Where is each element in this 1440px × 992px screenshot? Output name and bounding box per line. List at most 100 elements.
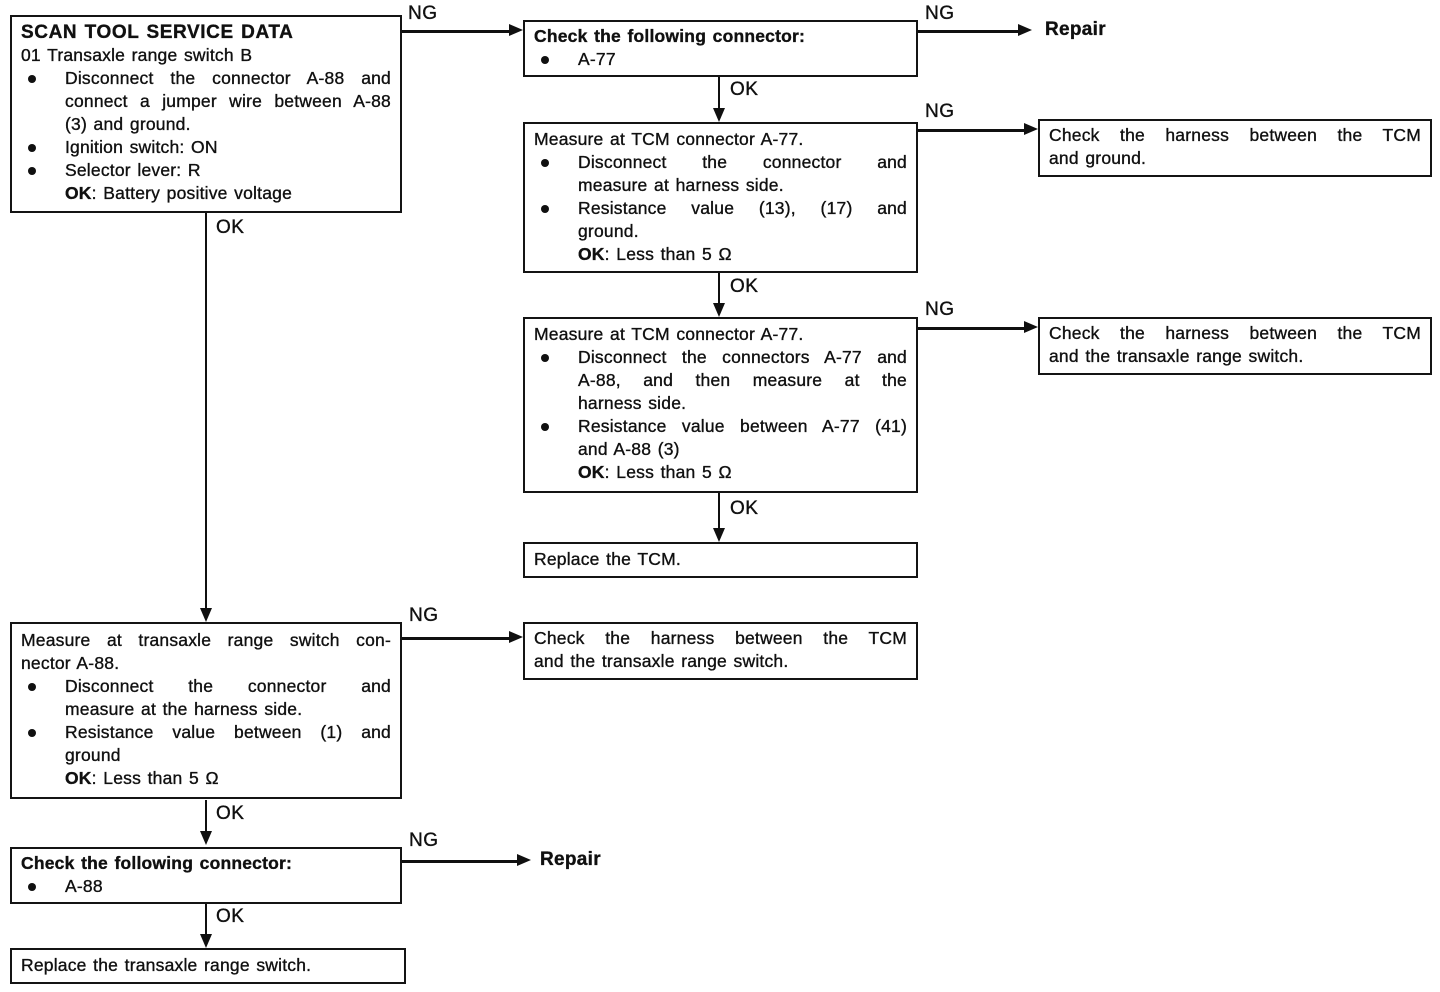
ok-result-label: OK: [65, 768, 92, 788]
bullet-dot-icon: [28, 144, 36, 152]
bullet-line: measure at the harness side.: [65, 699, 303, 719]
node-scan-tool-service-data: SCAN TOOL SERVICE DATA 01 Transaxle rang…: [10, 15, 402, 213]
bullet-item: Disconnect the connector A-88 and connec…: [21, 67, 391, 136]
bullet-line: harness side.: [578, 393, 687, 413]
bullet-item: Disconnect the connector and measure at …: [21, 675, 391, 721]
ok-result-line: OK: Less than 5 Ω: [578, 243, 907, 266]
bullet-text: A-77: [578, 48, 907, 71]
arrowhead-down-icon: [200, 831, 212, 845]
node-title: nector A-88.: [21, 653, 120, 673]
edge-label-ng: NG: [925, 299, 955, 320]
bullet-line: Disconnect the connector and: [65, 676, 391, 696]
node-replace-switch: Replace the transaxle range switch.: [10, 948, 406, 984]
arrowhead-down-icon: [713, 303, 725, 317]
ok-result-line: OK: Less than 5 Ω: [578, 461, 907, 484]
node-title: Check the following connector:: [21, 853, 293, 873]
bullet-item: Disconnect the connector and measure at …: [534, 151, 907, 197]
ok-result-label: OK: [578, 462, 605, 482]
ok-result-label: OK: [578, 244, 605, 264]
ok-result-text: : Less than 5 Ω: [604, 244, 732, 264]
bullet-dot-icon: [28, 883, 36, 891]
bullet-text: Disconnect the connectors A-77 and A-88,…: [578, 346, 907, 415]
bullet-dot-icon: [28, 75, 36, 83]
edge-label-ok: OK: [216, 217, 245, 238]
bullet-dot-icon: [28, 683, 36, 691]
bullet-text: Disconnect the connector and measure at …: [65, 675, 391, 721]
ok-result-line: OK: Less than 5 Ω: [65, 767, 391, 790]
node-check-harness-tcm-switch-upper: Check the harness between the TCM and th…: [1038, 317, 1432, 375]
bullet-line: Ignition switch: ON: [65, 137, 218, 157]
node-check-connector-a88: Check the following connector: A-88: [10, 847, 402, 904]
arrowhead-right-icon: [1024, 123, 1038, 135]
node-text-line: Replace the transaxle range switch.: [21, 955, 312, 975]
node-text-line: and the transaxle range switch.: [534, 651, 789, 671]
edge-line-measure2-to-harness-switch: [918, 327, 1026, 330]
bullet-line: A-88: [65, 876, 103, 896]
bullet-item: Selector lever: R: [21, 159, 391, 182]
node-code-line: 01 Transaxle range switch B: [21, 45, 253, 65]
node-measure-tcm-ground: Measure at TCM connector A-77. Disconnec…: [523, 122, 918, 273]
edge-line-a88-to-replace-switch: [205, 904, 207, 935]
bullet-dot-icon: [541, 56, 549, 64]
node-check-connector-a77: Check the following connector: A-77: [523, 20, 918, 77]
bullet-line: ground.: [578, 221, 639, 241]
edge-line-scan-to-measure-switch: [205, 213, 207, 610]
edge-label-ok: OK: [730, 79, 759, 100]
repair-terminal-label: Repair: [540, 849, 601, 870]
bullet-line: measure at harness side.: [578, 175, 784, 195]
bullet-dot-icon: [28, 729, 36, 737]
node-title: SCAN TOOL SERVICE DATA: [21, 22, 294, 43]
arrowhead-down-icon: [200, 608, 212, 622]
bullet-item: Ignition switch: ON: [21, 136, 391, 159]
node-check-harness-tcm-ground: Check the harness between the TCM and gr…: [1038, 119, 1432, 177]
arrowhead-right-icon: [1018, 24, 1032, 36]
bullet-item: Resistance value between A-77 (41) and A…: [534, 415, 907, 461]
edge-label-ok: OK: [730, 276, 759, 297]
bullet-text: Resistance value between A-77 (41) and A…: [578, 415, 907, 461]
arrowhead-right-icon: [509, 631, 523, 643]
bullet-item: A-77: [534, 48, 907, 71]
bullet-line: Resistance value between A-77 (41): [578, 416, 907, 436]
bullet-text: Resistance value between (1) and ground: [65, 721, 391, 767]
bullet-text: Disconnect the connector and measure at …: [578, 151, 907, 197]
edge-line-measure2-to-replace-tcm: [718, 493, 720, 530]
node-title: Measure at TCM connector A-77.: [534, 129, 804, 149]
node-measure-switch-a88: Measure at transaxle range switch con- n…: [10, 622, 402, 799]
edge-label-ok: OK: [730, 498, 759, 519]
ok-result-line: OK: Battery positive voltage: [65, 182, 391, 205]
bullet-item: A-88: [21, 875, 391, 898]
arrowhead-right-icon: [509, 24, 523, 36]
ok-result-text: : Less than 5 Ω: [91, 768, 219, 788]
bullet-dot-icon: [541, 205, 549, 213]
node-text-line: and the transaxle range switch.: [1049, 346, 1304, 366]
edge-line-a77-to-measure1: [718, 77, 720, 110]
edge-label-ng: NG: [408, 3, 438, 24]
edge-label-ng: NG: [925, 101, 955, 122]
edge-line-scan-to-a77: [402, 30, 511, 33]
bullet-text: Ignition switch: ON: [65, 136, 391, 159]
bullet-line: Selector lever: R: [65, 160, 201, 180]
arrowhead-down-icon: [713, 108, 725, 122]
node-title: Measure at TCM connector A-77.: [534, 324, 804, 344]
arrowhead-right-icon: [517, 854, 531, 866]
edge-label-ng: NG: [409, 605, 439, 626]
bullet-line: and A-88 (3): [578, 439, 680, 459]
bullet-text: Selector lever: R: [65, 159, 391, 182]
edge-line-measure1-to-harness-ground: [918, 129, 1026, 132]
bullet-line: Disconnect the connectors A-77 and: [578, 347, 907, 367]
node-title: Check the following connector:: [534, 26, 806, 46]
bullet-dot-icon: [28, 167, 36, 175]
edge-label-ng: NG: [925, 3, 955, 24]
bullet-line: (3) and ground.: [65, 114, 191, 134]
bullet-line: Disconnect the connector A-88 and: [65, 68, 391, 88]
bullet-line: ground: [65, 745, 121, 765]
bullet-item: Disconnect the connectors A-77 and A-88,…: [534, 346, 907, 415]
repair-terminal-label: Repair: [1045, 19, 1106, 40]
bullet-text: A-88: [65, 875, 391, 898]
bullet-line: Resistance value between (1) and: [65, 722, 391, 742]
bullet-text: Disconnect the connector A-88 and connec…: [65, 67, 391, 136]
ok-result-label: OK: [65, 183, 92, 203]
arrowhead-down-icon: [713, 528, 725, 542]
bullet-dot-icon: [541, 354, 549, 362]
bullet-line: Disconnect the connector and: [578, 152, 907, 172]
